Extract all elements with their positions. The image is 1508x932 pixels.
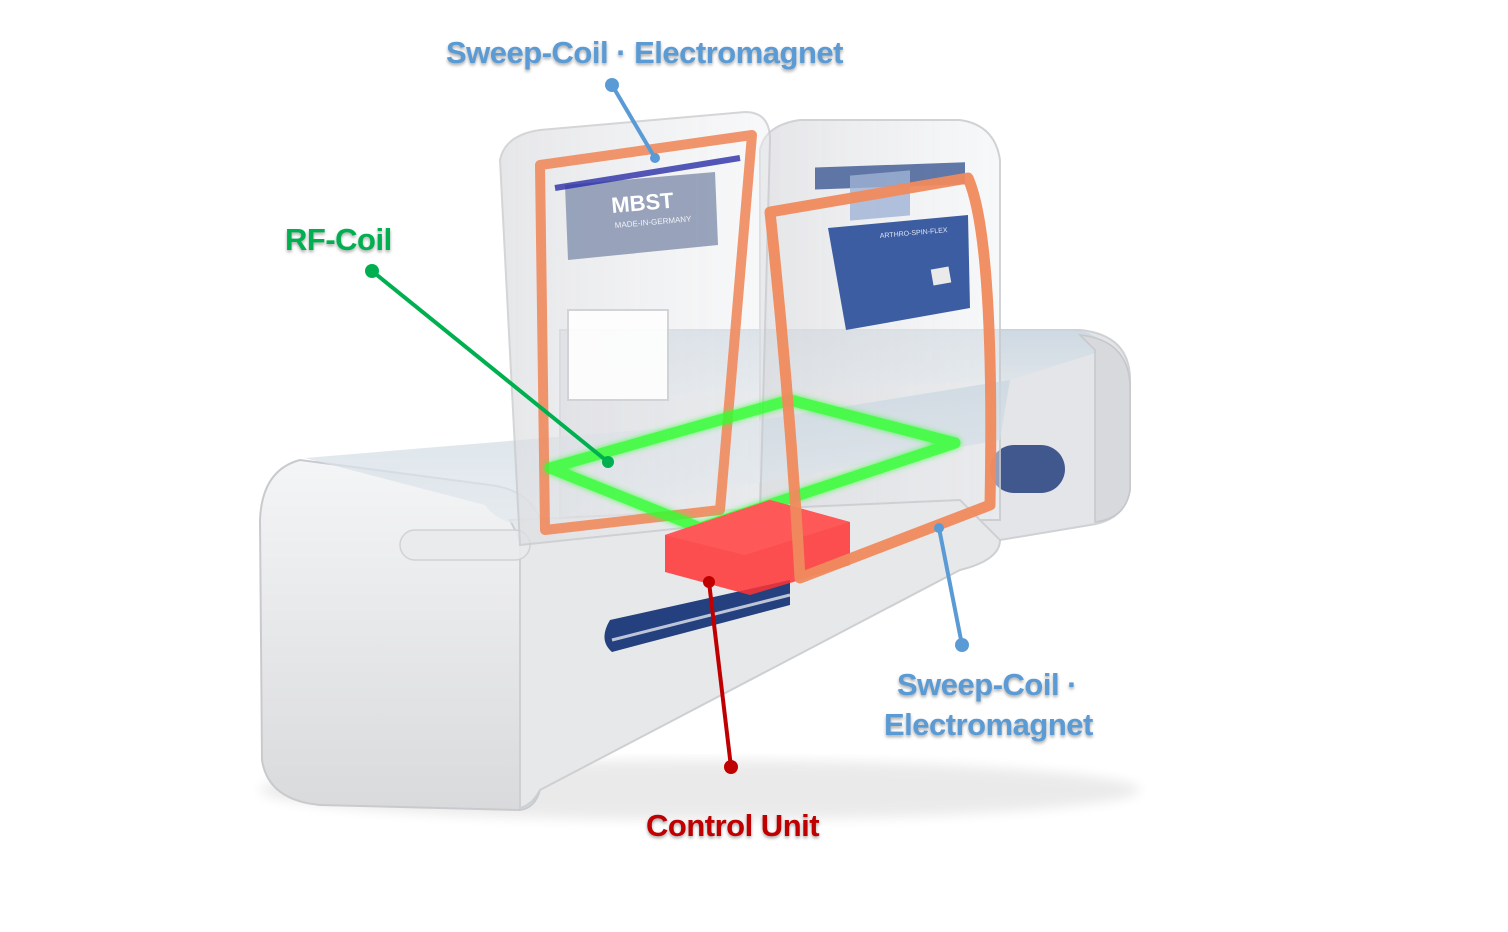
callout-line-rf	[370, 269, 610, 464]
callout-lines	[365, 78, 969, 774]
screen-panel	[828, 215, 970, 330]
rf-coil-loop	[544, 394, 961, 534]
callout-dot-rf	[365, 264, 379, 278]
base-end-cap	[1077, 334, 1131, 523]
callout-line-sweep-right	[937, 527, 964, 646]
label-sweep-coil-right-line1: Sweep-Coil ·	[896, 667, 1078, 702]
callout-dot-sweep-right	[955, 638, 969, 652]
left-handle	[399, 529, 531, 561]
callout-dot-control	[724, 760, 738, 774]
callout-line-control	[707, 581, 733, 768]
callout-dot-sweep-top	[605, 78, 619, 92]
arch-window	[567, 309, 669, 401]
label-sweep-coil-top: Sweep-Coil · Electromagnet	[446, 35, 843, 70]
front-slot	[604, 580, 790, 652]
label-control-unit: Control Unit	[646, 808, 820, 843]
logo-panel	[565, 172, 718, 260]
rear-coil-frame	[764, 172, 997, 584]
callout-end-sweep-right	[934, 523, 944, 533]
label-rf-coil: RF-Coil	[285, 222, 392, 257]
logo-text: MBST	[610, 188, 675, 218]
control-unit-top	[665, 500, 850, 555]
label-sweep-coil-right-line2: Electromagnet	[884, 707, 1093, 742]
callout-line-sweep-top	[610, 83, 657, 160]
coil-top-bar	[554, 155, 741, 191]
screen-paper	[930, 266, 952, 286]
callout-end-sweep-top	[650, 153, 660, 163]
callout-end-rf	[602, 456, 614, 468]
label-sweep-coil-right: Sweep-Coil · Electromagnet	[884, 665, 1093, 745]
front-slot-highlight	[611, 593, 791, 642]
right-slot	[990, 445, 1065, 493]
base-body-side	[508, 498, 1002, 810]
callout-end-control	[703, 576, 715, 588]
